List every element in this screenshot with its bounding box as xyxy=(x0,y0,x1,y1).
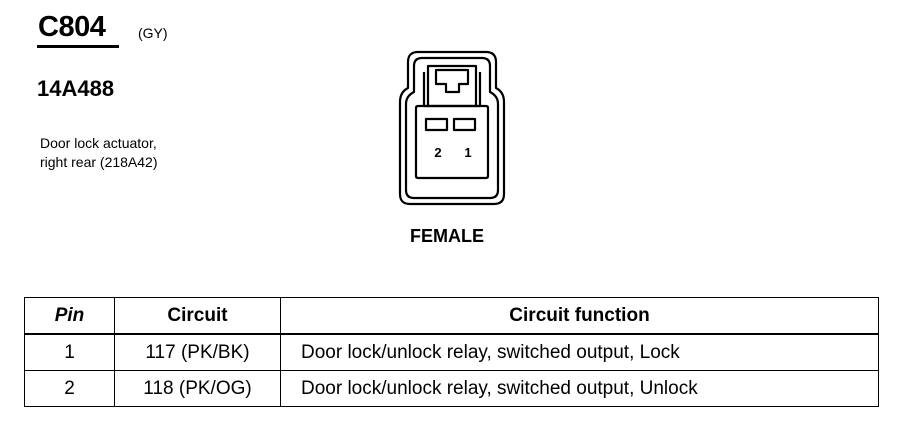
pin-label-1: 1 xyxy=(464,145,471,160)
pin-cavity-2 xyxy=(424,117,449,132)
column-header-circuit-function: Circuit function xyxy=(280,297,879,335)
connector-id-underline xyxy=(37,45,119,48)
table-row: 2 118 (PK/OG) Door lock/unlock relay, sw… xyxy=(24,370,879,407)
pin-cavity-1 xyxy=(452,117,477,132)
connector-outer-shell xyxy=(398,50,506,206)
description-line-2: right rear (218A42) xyxy=(40,154,158,170)
part-number: 14A488 xyxy=(37,76,115,101)
pin-circuit-table: Pin Circuit Circuit function 1 117 (PK/B… xyxy=(24,297,879,407)
connector-inner-shell xyxy=(404,56,500,200)
cell-circuit: 117 (PK/BK) xyxy=(114,333,281,371)
cell-pin: 2 xyxy=(24,370,115,407)
cell-circuit-function: Door lock/unlock relay, switched output,… xyxy=(280,333,879,371)
column-header-circuit: Circuit xyxy=(114,297,281,335)
pin-label-2: 2 xyxy=(434,145,441,160)
description-line-1: Door lock actuator, xyxy=(40,135,157,151)
connector-face-diagram: 2 1 xyxy=(398,50,506,206)
cell-circuit-function: Door lock/unlock relay, switched output,… xyxy=(280,370,879,407)
connector-description: Door lock actuator, right rear (218A42) xyxy=(40,134,158,172)
connector-id: C804 xyxy=(38,11,106,43)
column-header-pin: Pin xyxy=(24,297,115,335)
cell-circuit: 118 (PK/OG) xyxy=(114,370,281,407)
connector-gender-label: FEMALE xyxy=(410,226,484,246)
table-header-row: Pin Circuit Circuit function xyxy=(24,297,879,335)
cell-pin: 1 xyxy=(24,333,115,371)
connector-latch-tab xyxy=(434,68,470,94)
table-row: 1 117 (PK/BK) Door lock/unlock relay, sw… xyxy=(24,333,879,371)
connector-terminal-body xyxy=(414,104,490,180)
connector-color: (GY) xyxy=(138,25,168,41)
